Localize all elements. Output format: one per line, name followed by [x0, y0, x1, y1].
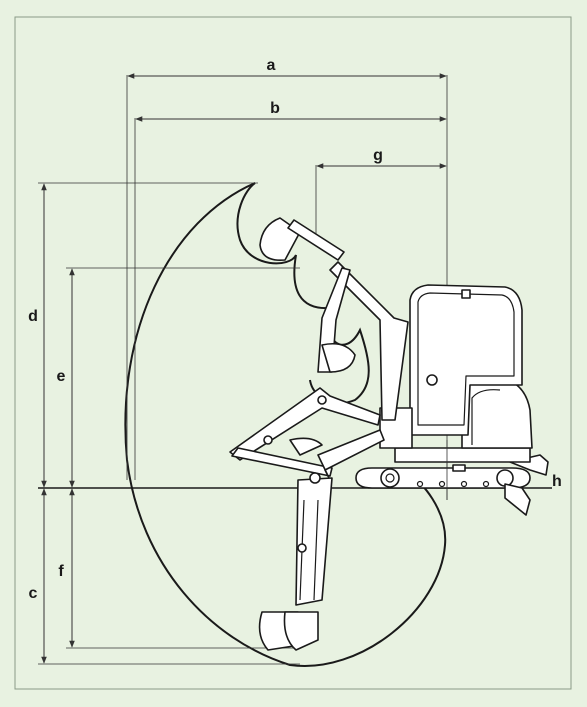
cab-light [461, 289, 471, 299]
lowered-bucket-2 [283, 611, 319, 651]
label-h: h [552, 473, 562, 490]
arm-horizontal [229, 387, 381, 477]
outer-frame [14, 16, 572, 690]
label-b: b [270, 100, 280, 117]
inner-envelope [236, 182, 370, 405]
arm-lowered [258, 429, 385, 651]
cab-window [417, 292, 515, 426]
excavator-machine [355, 284, 549, 516]
sprocket [380, 468, 400, 488]
label-d: d [28, 308, 38, 325]
reach-envelope [124, 182, 447, 668]
arm-raised [259, 217, 409, 421]
cab-seat [426, 374, 438, 386]
raised-bucket-2 [321, 342, 356, 373]
track-rollers [416, 480, 490, 488]
dozer-blade-lower [504, 483, 531, 516]
label-c: c [29, 585, 38, 602]
track-plate [452, 464, 466, 472]
turntable [394, 447, 531, 463]
cab [409, 284, 523, 436]
label-f: f [58, 563, 64, 580]
label-e: e [57, 368, 66, 385]
label-a: a [267, 57, 276, 74]
label-g: g [373, 147, 383, 164]
horizontal-bucket [289, 437, 323, 456]
